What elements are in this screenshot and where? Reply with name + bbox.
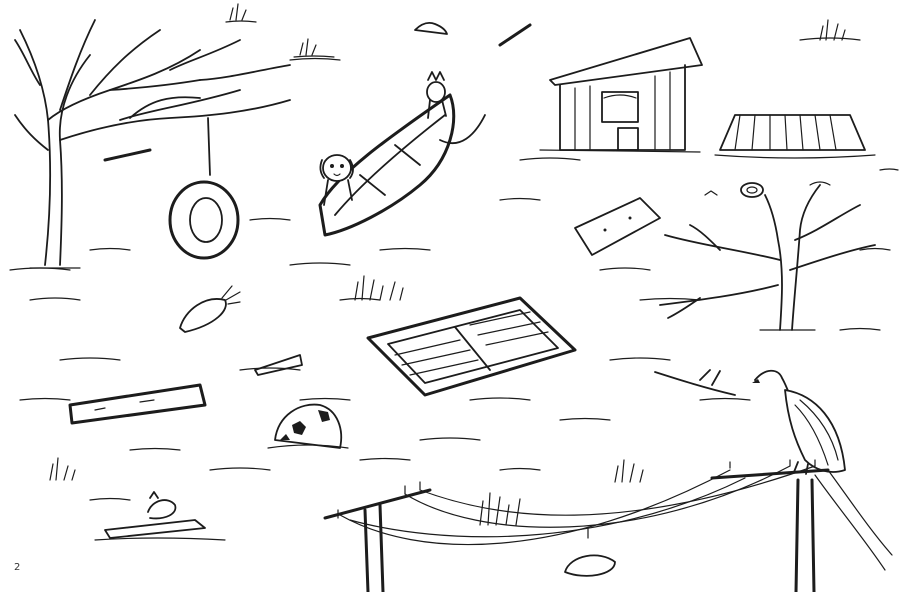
bare-tree-left [14,19,291,269]
artist-signature: 2 [14,562,21,573]
small-bird-debris [704,181,831,196]
floating-plank-center [574,197,661,256]
floating-twig [654,369,736,396]
floating-roof [714,114,876,159]
utility-pole-left [323,481,432,592]
vulture [752,369,846,475]
bare-tree-right [659,184,876,331]
cat-on-debris [94,491,226,541]
dog-in-canoe [319,154,354,206]
water-ripples [9,37,899,501]
soccer-ball [267,403,349,449]
floating-root [179,285,241,333]
hanging-debris [564,527,616,577]
canoe-with-animals [318,71,486,237]
tire-swing [168,117,240,260]
cat-in-canoe [426,71,447,119]
flooded-shed [539,37,703,153]
long-plank [68,383,207,425]
utility-pole-right [710,459,830,592]
grass-tufts [49,3,846,526]
top-debris [414,21,532,47]
floating-stick [103,148,152,162]
floating-pallet [366,296,577,397]
float-ring [740,182,764,198]
floating-box [254,354,303,376]
power-lines [339,465,893,571]
